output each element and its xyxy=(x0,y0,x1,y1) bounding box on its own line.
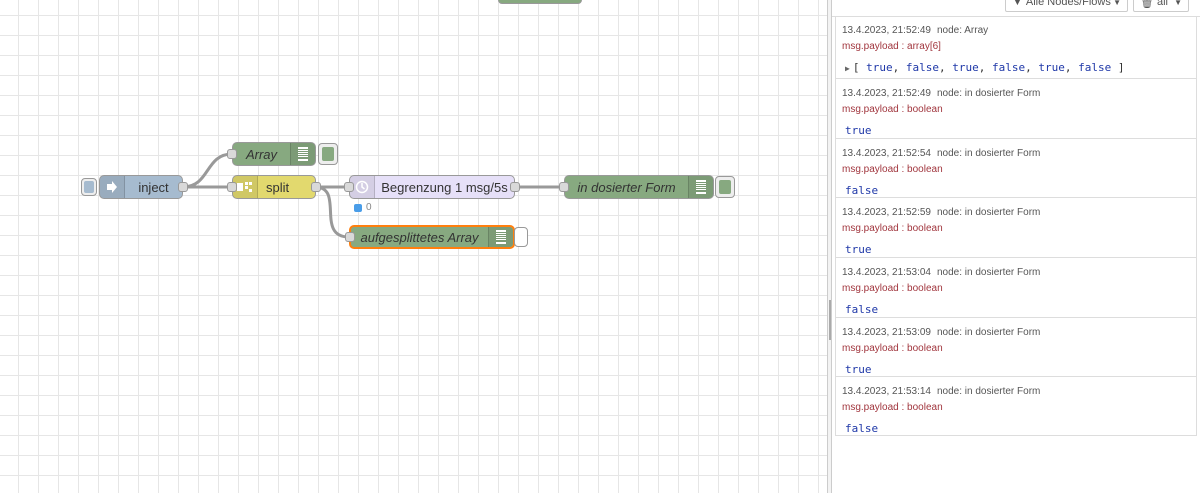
dosiert-debug-node[interactable]: in dosierter Form xyxy=(559,175,714,199)
delay-status-text: 0 xyxy=(366,202,372,213)
debug-message: 13.4.2023, 21:52:49 node: in dosierter Fo… xyxy=(836,79,1196,139)
status-dot-icon xyxy=(354,203,362,212)
wire-split-aufgesplittet xyxy=(314,185,350,239)
aufgesplittet-input-port[interactable] xyxy=(345,232,355,242)
aufgesplittet-debug-node[interactable]: aufgesplittetes Array xyxy=(345,225,515,249)
splitter-grip[interactable] xyxy=(829,300,831,340)
dosiert-node-label: in dosierter Form xyxy=(577,179,676,195)
message-node[interactable]: node: in dosierter Form xyxy=(936,386,1041,398)
filter-nodes-label: Alle Nodes/Flows xyxy=(1025,0,1111,8)
expand-caret-icon[interactable]: ▶ xyxy=(845,64,850,73)
inject-node[interactable]: inject xyxy=(99,175,188,199)
filter-icon: ▼ xyxy=(1012,0,1023,8)
message-time: 13.4.2023, 21:52:59 xyxy=(842,207,931,219)
message-node[interactable]: node: in dosierter Form xyxy=(936,267,1041,279)
message-node[interactable]: node: in dosierter Form xyxy=(936,147,1041,159)
split-input-port[interactable] xyxy=(227,182,237,192)
debug-message: 13.4.2023, 21:53:14 node: in dosierter Fo… xyxy=(836,377,1196,437)
chevron-down-icon: ▼ xyxy=(1113,0,1121,7)
message-type: msg.payload : boolean xyxy=(842,402,943,414)
debug-message: 13.4.2023, 21:53:09 node: in dosierter Fo… xyxy=(836,318,1196,378)
dosiert-input-port[interactable] xyxy=(559,182,569,192)
debug-message: 13.4.2023, 21:52:49 node: Array msg.paylo… xyxy=(836,16,1196,79)
debug-sidebar: ▼ Alle Nodes/Flows ▼ 🗑 all ▼ 13.4.2023, … xyxy=(832,0,1200,493)
wire-inject-array xyxy=(182,152,233,189)
inject-node-label: inject xyxy=(138,179,169,195)
delay-output-port[interactable] xyxy=(510,182,520,192)
message-node[interactable]: node: in dosierter Form xyxy=(936,207,1041,219)
inject-trigger-button[interactable] xyxy=(81,178,97,196)
flow-wires xyxy=(182,152,564,239)
split-output-port[interactable] xyxy=(311,182,321,192)
trash-icon: 🗑 xyxy=(1140,0,1154,9)
message-time: 13.4.2023, 21:52:54 xyxy=(842,147,931,159)
message-time: 13.4.2023, 21:53:04 xyxy=(842,267,931,279)
delay-node-label: Begrenzung 1 msg/5s xyxy=(381,179,508,195)
message-value: false xyxy=(845,303,879,317)
message-node[interactable]: node: in dosierter Form xyxy=(936,326,1041,338)
message-value: true xyxy=(845,124,872,137)
dosiert-debug-toggle[interactable] xyxy=(715,176,735,198)
flow-workspace[interactable]: inject Array split Begrenzung 1 msg/5s 0 xyxy=(0,0,827,493)
delay-status: 0 xyxy=(354,202,372,213)
debug-message: 13.4.2023, 21:52:54 node: in dosierter Fo… xyxy=(836,139,1196,199)
split-node-label: split xyxy=(266,179,290,195)
message-type: msg.payload : boolean xyxy=(842,163,943,175)
timer-icon xyxy=(350,176,375,198)
message-type: msg.payload : array[6] xyxy=(842,41,941,52)
message-time: 13.4.2023, 21:52:49 xyxy=(842,88,931,99)
debug-message: 13.4.2023, 21:52:59 node: in dosierter Fo… xyxy=(836,198,1196,259)
message-type: msg.payload : boolean xyxy=(842,104,943,115)
message-type: msg.payload : boolean xyxy=(842,223,943,235)
debug-message: 13.4.2023, 21:53:04 node: in dosierter Fo… xyxy=(836,258,1196,318)
aufgesplittet-node-label: aufgesplittetes Array xyxy=(360,229,479,245)
message-time: 13.4.2023, 21:53:14 xyxy=(842,386,931,398)
message-value: true xyxy=(845,243,872,257)
list-icon xyxy=(688,176,713,198)
split-icon xyxy=(233,176,258,198)
inject-output-port[interactable] xyxy=(178,182,188,192)
sidebar-splitter[interactable] xyxy=(827,0,832,493)
debug-message-list[interactable]: 13.4.2023, 21:52:49 node: Array msg.paylo… xyxy=(835,16,1197,436)
array-node-label: Array xyxy=(245,146,278,162)
split-node[interactable]: split xyxy=(227,175,321,199)
filter-all-label: all xyxy=(1156,0,1168,8)
array-debug-toggle[interactable] xyxy=(318,143,338,165)
chevron-down-icon: ▼ xyxy=(1174,0,1182,7)
message-time: 13.4.2023, 21:53:09 xyxy=(842,326,931,338)
delay-input-port[interactable] xyxy=(344,182,354,192)
arrow-right-icon xyxy=(100,176,125,198)
message-node[interactable]: node: in dosierter Form xyxy=(936,88,1041,99)
debug-toolbar: ▼ Alle Nodes/Flows ▼ 🗑 all ▼ xyxy=(832,0,1200,17)
message-value: false xyxy=(845,422,879,436)
message-array-value[interactable]: ▶[ true, false, true, false, true, false… xyxy=(845,61,1125,74)
message-node[interactable]: node: Array xyxy=(936,25,989,36)
aufgesplittet-debug-toggle[interactable] xyxy=(514,227,528,247)
message-time: 13.4.2023, 21:52:49 xyxy=(842,25,931,36)
list-icon xyxy=(290,143,315,165)
delay-node[interactable]: Begrenzung 1 msg/5s xyxy=(344,175,520,199)
array-input-port[interactable] xyxy=(227,149,237,159)
filter-all-dropdown[interactable]: 🗑 all ▼ xyxy=(1133,0,1189,12)
message-value: true xyxy=(845,362,872,376)
message-type: msg.payload : boolean xyxy=(842,342,943,354)
array-debug-node[interactable]: Array xyxy=(227,142,316,166)
message-type: msg.payload : boolean xyxy=(842,283,943,295)
filter-nodes-dropdown[interactable]: ▼ Alle Nodes/Flows ▼ xyxy=(1005,0,1128,12)
list-icon xyxy=(488,227,513,247)
message-value: false xyxy=(845,183,879,197)
